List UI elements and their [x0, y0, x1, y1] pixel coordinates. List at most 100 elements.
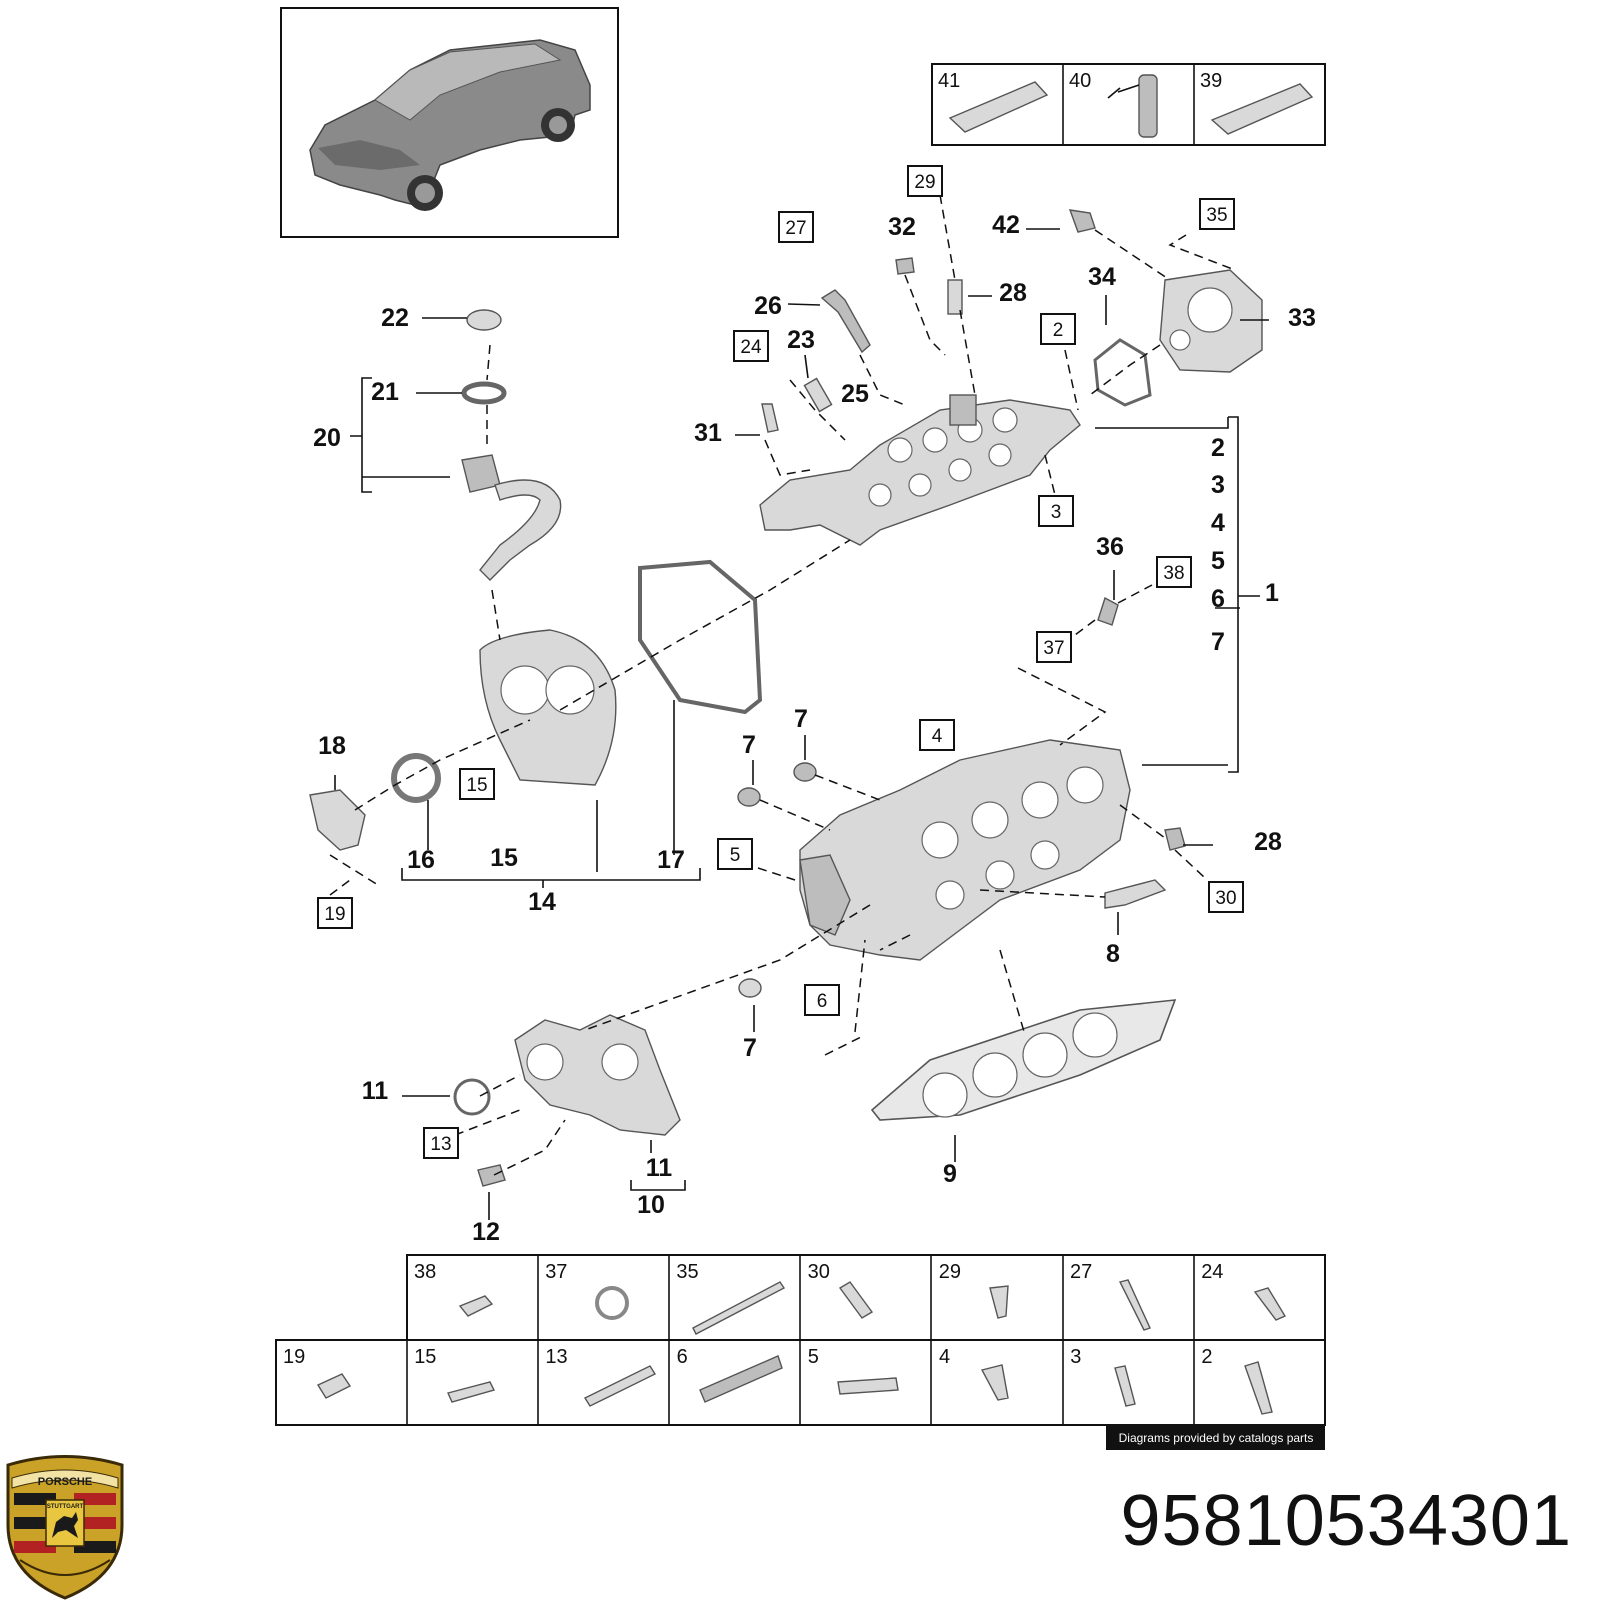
plug-7c — [738, 978, 762, 998]
boxed-callout: 5 — [717, 838, 753, 870]
vehicle-thumbnail — [280, 7, 619, 238]
cell-number: 24 — [1201, 1261, 1223, 1283]
pump-gasket — [1093, 338, 1152, 407]
boxed-callout: 24 — [733, 330, 769, 362]
callout-label: 17 — [657, 846, 685, 874]
cell-number: 27 — [1070, 1261, 1092, 1283]
callout-label: 33 — [1288, 304, 1316, 332]
boxed-callout: 37 — [1036, 631, 1072, 663]
ring-icon — [595, 1286, 629, 1320]
callout-label: 25 — [841, 380, 869, 408]
callout-label: 7 — [794, 705, 808, 733]
spark-plug — [803, 377, 833, 413]
cell-number: 38 — [414, 1261, 436, 1283]
part-number: 95810534301 — [1121, 1481, 1572, 1561]
callout-label: 2 — [1211, 434, 1225, 462]
boxed-callout-label: 6 — [817, 991, 828, 1012]
callout-box — [1208, 881, 1244, 913]
boxed-callout-label: 27 — [785, 218, 806, 239]
boxed-callout-label: 37 — [1043, 638, 1064, 659]
callout-label: 11 — [362, 1077, 389, 1105]
callout-box — [1038, 495, 1074, 527]
tube-icon — [1210, 83, 1314, 135]
callout-box — [423, 1127, 459, 1159]
boxed-callout-label: 24 — [740, 337, 762, 358]
boxed-callout: 3 — [1038, 495, 1074, 527]
boxed-callout-label: 38 — [1163, 563, 1184, 584]
callout-label: 14 — [528, 888, 556, 916]
bolt-icon — [458, 1295, 494, 1317]
bolt-icon — [1244, 1361, 1273, 1415]
callout-label: 7 — [742, 731, 756, 759]
callout-label: 23 — [787, 326, 815, 354]
cell-number: 15 — [414, 1346, 436, 1368]
callout-label: 21 — [371, 378, 399, 406]
sensor-28-bottom — [1164, 827, 1186, 851]
camshaft-housing — [514, 1014, 681, 1136]
boxed-callout-label: 15 — [466, 775, 487, 796]
callout-box — [919, 719, 955, 751]
plug-32 — [895, 257, 915, 275]
callout-box — [1156, 556, 1192, 588]
callout-box — [804, 984, 840, 1016]
callout-box — [459, 768, 495, 800]
callout-label: 31 — [694, 419, 722, 447]
callout-label: 11 — [646, 1154, 673, 1182]
callout-label: 28 — [999, 279, 1027, 307]
cell-number: 2 — [1201, 1346, 1212, 1368]
bolt-icon — [316, 1373, 352, 1399]
horse-icon — [52, 1512, 78, 1538]
callout-box — [717, 838, 753, 870]
callout-label: 7 — [743, 1034, 757, 1062]
head-gasket — [870, 999, 1177, 1121]
boxed-callout-label: 30 — [1215, 888, 1236, 909]
cell-number: 19 — [283, 1346, 305, 1368]
cell-number: 41 — [938, 70, 960, 92]
callout-box — [1199, 198, 1235, 230]
plug-7b — [737, 787, 761, 807]
sensor-36 — [1097, 596, 1119, 626]
cell-number: 39 — [1200, 70, 1222, 92]
callout-box — [317, 897, 353, 929]
cell-number: 6 — [677, 1346, 688, 1368]
callout-label: 36 — [1096, 533, 1124, 561]
tube-icon — [948, 81, 1049, 133]
callout-box — [778, 211, 814, 243]
bolt-icon — [1253, 1287, 1287, 1321]
spray-can-icon — [1138, 74, 1158, 138]
boxed-callout: 2 — [1040, 313, 1076, 345]
boxed-callout: 13 — [423, 1127, 459, 1159]
callout-label: 26 — [754, 292, 782, 320]
boxed-callout-label: 35 — [1206, 205, 1227, 226]
bolt-icon — [838, 1281, 874, 1319]
bolt-icon — [989, 1285, 1009, 1319]
callout-label: 22 — [381, 304, 409, 332]
timing-cover — [479, 629, 617, 786]
callout-label: 16 — [407, 846, 435, 874]
boxed-callout: 38 — [1156, 556, 1192, 588]
callout-label: 20 — [313, 424, 341, 452]
bracket-8 — [1104, 879, 1167, 909]
boxed-callout-label: 5 — [730, 845, 741, 866]
cell-number: 30 — [808, 1261, 830, 1283]
plug-7a — [793, 762, 817, 782]
boxed-callout-label: 4 — [932, 726, 943, 747]
callout-box — [1040, 313, 1076, 345]
oil-filler-assembly — [461, 309, 562, 581]
shaft-seal — [391, 753, 441, 803]
callout-label: 28 — [1254, 828, 1282, 856]
callout-box — [733, 330, 769, 362]
cell-number: 5 — [808, 1346, 819, 1368]
leader-lines — [334, 228, 1269, 1220]
callout-label: 5 — [1211, 547, 1225, 575]
cell-number: 4 — [939, 1346, 950, 1368]
callout-label: 3 — [1211, 471, 1225, 499]
callout-label: 6 — [1211, 585, 1225, 613]
sensor-31 — [761, 403, 779, 433]
